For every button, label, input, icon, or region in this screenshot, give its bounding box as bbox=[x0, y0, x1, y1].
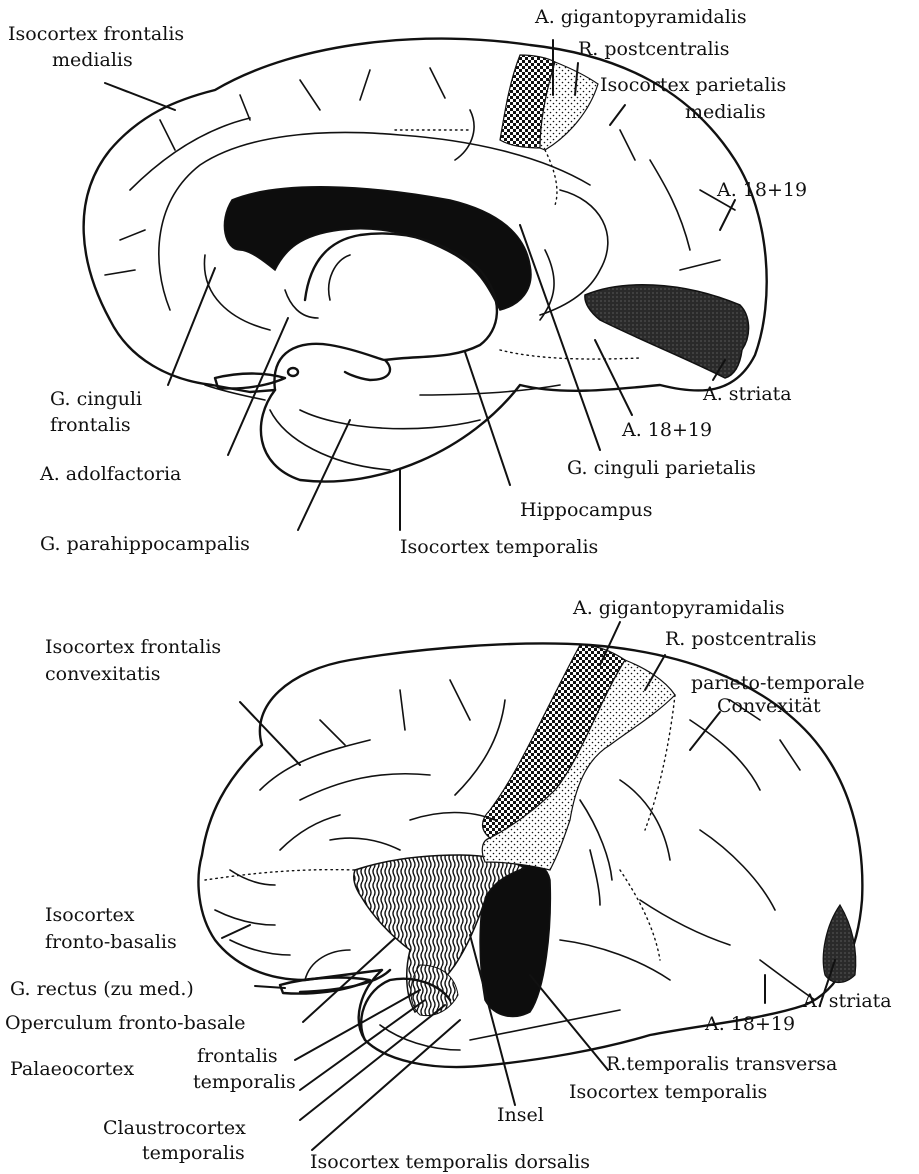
label-adolfactoria: A. adolfactoria bbox=[39, 463, 181, 485]
label-palaeocortex: Palaeocortex bbox=[10, 1058, 134, 1080]
label-iso-temporalis-top: Isocortex temporalis bbox=[400, 536, 598, 558]
label-postcentralis-bottom: R. postcentralis bbox=[665, 628, 816, 650]
medial-hemisphere-outline bbox=[84, 39, 767, 482]
label-a1819-lower: A. 18+19 bbox=[621, 419, 712, 441]
label-iso-temporalis-dorsalis: Isocortex temporalis dorsalis bbox=[310, 1151, 590, 1173]
label-a1819-upper: A. 18+19 bbox=[716, 179, 807, 201]
label-parahippocampalis: G. parahippocampalis bbox=[40, 533, 250, 555]
area-striata-medial bbox=[585, 285, 749, 378]
label-operculum-fronto-basale: Operculum fronto-basale bbox=[5, 1012, 246, 1034]
area-striata-lateral bbox=[823, 905, 856, 983]
label-iso-temporalis-bottom: Isocortex temporalis bbox=[569, 1081, 767, 1103]
label-gigantopyramidalis-bottom: A. gigantopyramidalis bbox=[572, 597, 785, 619]
corpus-callosum bbox=[224, 187, 531, 310]
label-striata-top: A. striata bbox=[702, 383, 792, 405]
label-gigantopyramidalis-top: A. gigantopyramidalis bbox=[534, 6, 747, 28]
label-gyrus-rectus: G. rectus (zu med.) bbox=[10, 978, 194, 1000]
label-hippocampus: Hippocampus bbox=[520, 499, 653, 521]
label-striata-bottom: A. striata bbox=[802, 990, 892, 1012]
label-cinguli-parietalis: G. cinguli parietalis bbox=[567, 457, 756, 479]
label-r-temporalis-transversa: R.temporalis transversa bbox=[606, 1053, 837, 1075]
label-a1819-bottom: A. 18+19 bbox=[704, 1013, 795, 1035]
label-postcentralis-top: R. postcentralis bbox=[578, 38, 729, 60]
label-insel: Insel bbox=[497, 1104, 544, 1126]
